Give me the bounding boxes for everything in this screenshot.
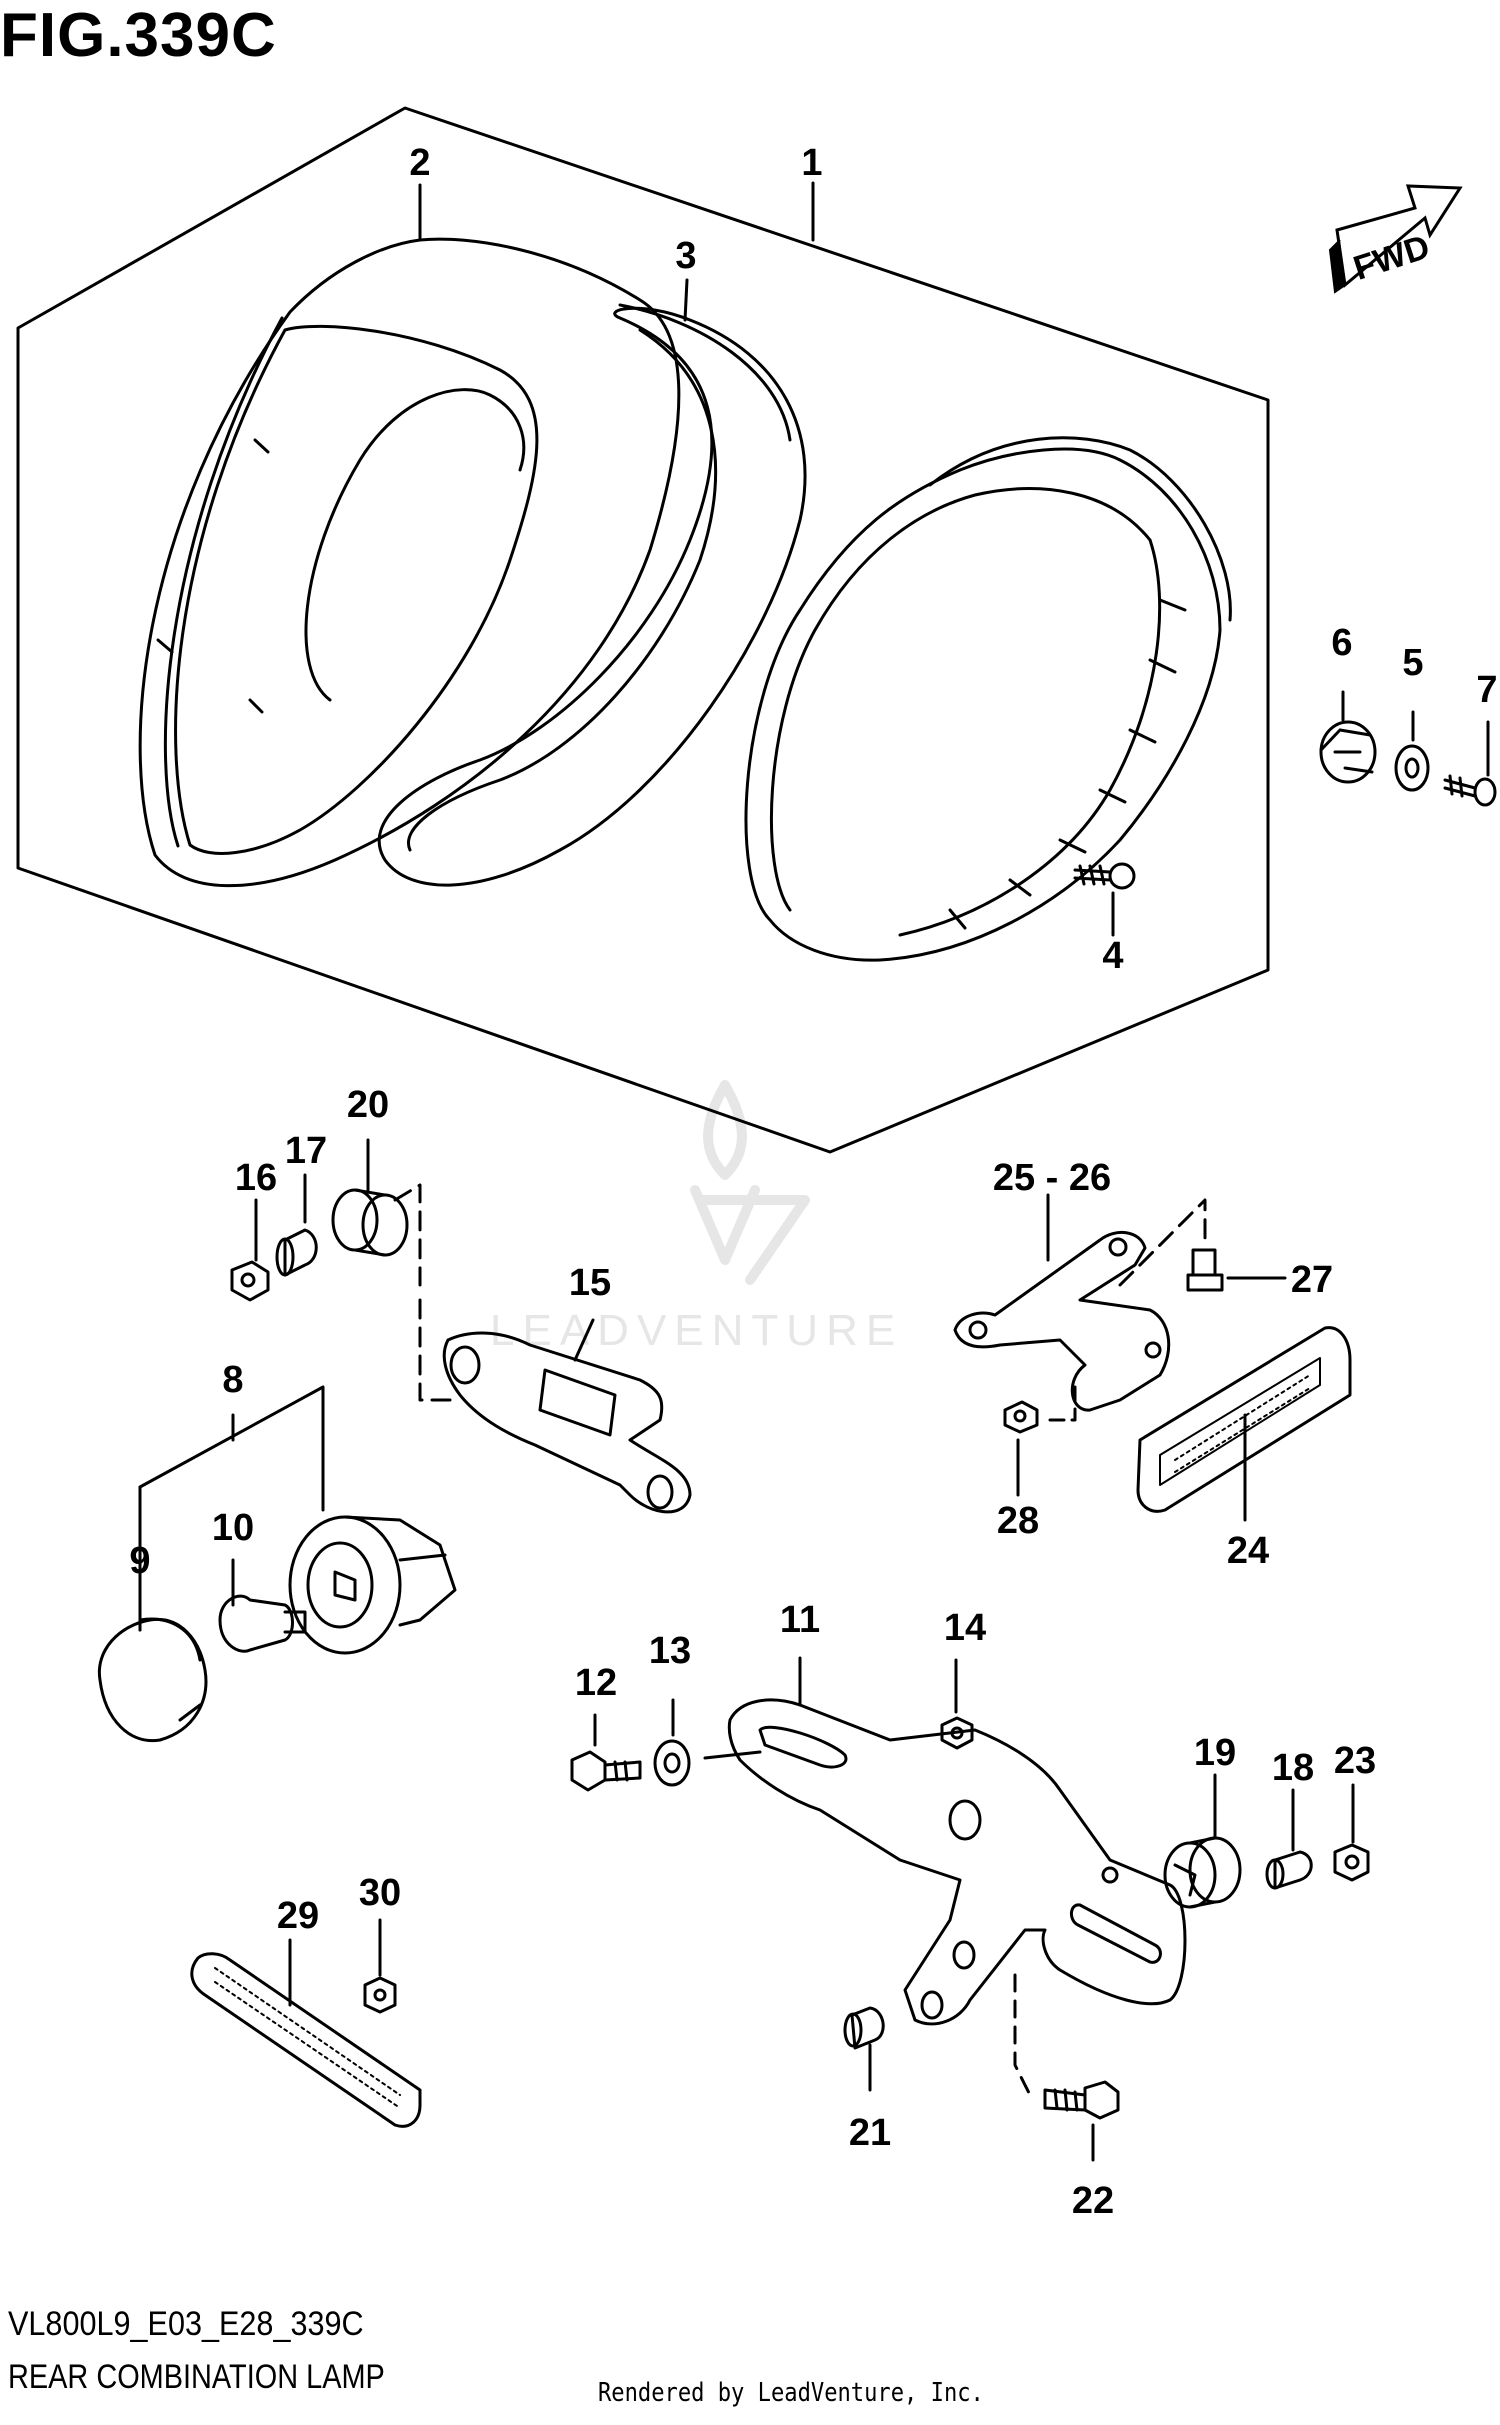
callout-21: 21 bbox=[849, 2112, 891, 2154]
part-21-spacer bbox=[843, 2006, 885, 2050]
callout-16: 16 bbox=[235, 1157, 277, 1199]
assembly-line-27 bbox=[1118, 1198, 1207, 1287]
part-13-washer bbox=[653, 1739, 691, 1787]
part-7-screw bbox=[1443, 774, 1497, 807]
callout-1: 1 bbox=[801, 142, 822, 184]
callout-2: 2 bbox=[409, 142, 430, 184]
assembly-box bbox=[16, 106, 1270, 1154]
diagram-code: VL800L9_E03_E28_339C bbox=[8, 2305, 364, 2343]
part-28-nut bbox=[1003, 1400, 1039, 1434]
callout-20: 20 bbox=[347, 1084, 389, 1126]
part-29-side-reflector bbox=[190, 1952, 422, 2128]
part-12-bolt bbox=[570, 1750, 642, 1792]
callout-28: 28 bbox=[997, 1500, 1039, 1542]
part-2-lamp-rim bbox=[138, 237, 681, 888]
part-6-grommet bbox=[1319, 720, 1377, 784]
watermark-text: LEADVENTURE bbox=[490, 1306, 903, 1355]
callout-6: 6 bbox=[1331, 622, 1352, 664]
leader-15 bbox=[573, 1318, 595, 1362]
assembly-line-28 bbox=[1048, 1378, 1077, 1422]
callout-24: 24 bbox=[1227, 1530, 1269, 1572]
assembly-line-13-11 bbox=[703, 1750, 762, 1760]
fwd-direction-arrow: FWD bbox=[1328, 184, 1463, 294]
callout-10: 10 bbox=[212, 1507, 254, 1549]
part-24-reflector bbox=[1136, 1326, 1352, 1513]
part-1-lamp-housing bbox=[744, 436, 1232, 962]
diagram-name: REAR COMBINATION LAMP bbox=[8, 2358, 385, 2396]
part-11-license-bracket bbox=[727, 1698, 1187, 2026]
part-22-bolt bbox=[1043, 2080, 1120, 2120]
callout-17: 17 bbox=[285, 1130, 327, 1172]
part-4-screw bbox=[1073, 862, 1136, 890]
part-14-nut bbox=[940, 1716, 974, 1750]
part-27-screw bbox=[1186, 1248, 1224, 1292]
callout-19: 19 bbox=[1194, 1732, 1236, 1774]
callout-23: 23 bbox=[1334, 1740, 1376, 1782]
part-25-26-bracket bbox=[953, 1231, 1171, 1412]
leadventure-watermark bbox=[690, 1080, 810, 1285]
rendered-by-credit: Rendered by LeadVenture, Inc. bbox=[598, 2378, 984, 2408]
callout-25-26: 25 - 26 bbox=[993, 1157, 1111, 1199]
part-3-gasket bbox=[377, 303, 807, 887]
part-8-socket bbox=[288, 1515, 457, 1655]
callout-8: 8 bbox=[222, 1359, 243, 1401]
assembly-line-22 bbox=[1013, 1973, 1032, 2097]
leader-3 bbox=[683, 278, 689, 322]
callout-3: 3 bbox=[675, 235, 696, 277]
callout-14: 14 bbox=[944, 1607, 986, 1649]
callout-15: 15 bbox=[569, 1262, 611, 1304]
figure-title: FIG.339C bbox=[0, 1, 277, 70]
callout-9: 9 bbox=[129, 1540, 150, 1582]
callout-22: 22 bbox=[1072, 2180, 1114, 2222]
callout-30: 30 bbox=[359, 1872, 401, 1914]
callout-7: 7 bbox=[1476, 669, 1497, 711]
assembly-line-20-15 bbox=[393, 1183, 452, 1402]
part-30-nut bbox=[363, 1976, 397, 2014]
part-16-nut bbox=[230, 1260, 270, 1302]
callout-11: 11 bbox=[780, 1599, 820, 1641]
part-5-washer bbox=[1394, 744, 1430, 792]
part-19-grommet bbox=[1163, 1836, 1242, 1909]
part-15-bracket bbox=[442, 1331, 692, 1514]
callout-5: 5 bbox=[1402, 642, 1423, 684]
part-18-spacer bbox=[1265, 1850, 1313, 1890]
callout-18: 18 bbox=[1272, 1747, 1314, 1789]
part-20-grommet bbox=[331, 1188, 409, 1257]
part-9-lens bbox=[97, 1617, 208, 1743]
part-23-nut bbox=[1333, 1843, 1370, 1882]
callout-13: 13 bbox=[649, 1630, 691, 1672]
callout-27: 27 bbox=[1291, 1259, 1333, 1301]
callout-4: 4 bbox=[1102, 935, 1123, 977]
callout-29: 29 bbox=[277, 1895, 319, 1937]
part-17-spacer bbox=[275, 1228, 318, 1277]
callout-12: 12 bbox=[575, 1662, 617, 1704]
